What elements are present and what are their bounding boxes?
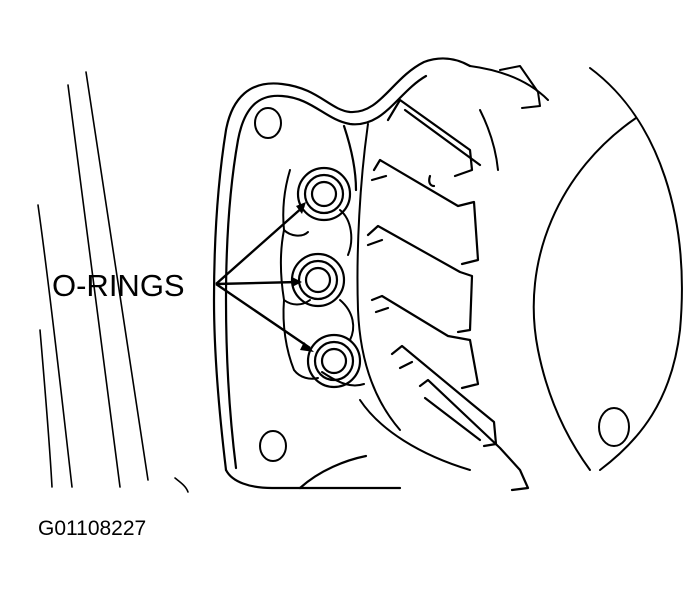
figure-id: G01108227 — [38, 517, 146, 540]
o-ring-middle — [290, 252, 346, 308]
gear-body — [356, 65, 549, 471]
o-ring-top — [296, 166, 352, 222]
flange-arcs — [532, 67, 683, 471]
gear-teeth — [366, 98, 530, 492]
left-housing-contours — [37, 71, 189, 493]
bolt-hole-bottom — [259, 430, 287, 462]
housing-outline — [212, 57, 472, 490]
callout-leaders — [215, 202, 314, 352]
o-rings-callout-label: O-RINGS — [52, 268, 185, 303]
o-ring-bottom — [306, 333, 362, 389]
flange-bolt-hole — [598, 407, 630, 447]
bolt-hole-top — [254, 107, 282, 139]
